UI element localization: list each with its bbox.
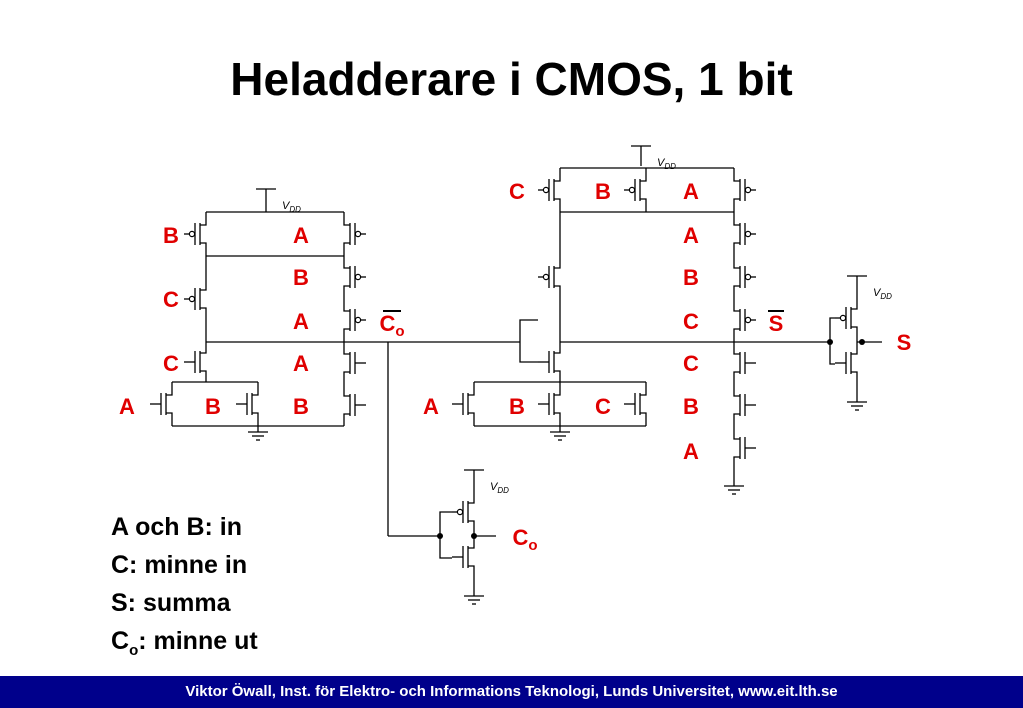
label-b: B — [293, 394, 309, 419]
label-sbar: S — [769, 311, 784, 336]
legend-line-carry-out: Co: minne ut — [111, 627, 258, 659]
label-c: C — [595, 394, 611, 419]
legend-line-inputs: A och B: in — [111, 513, 243, 541]
label-a: A — [683, 439, 699, 464]
label-b: B — [205, 394, 221, 419]
wire — [829, 342, 835, 365]
nmos-inv-co — [452, 534, 475, 580]
vdd-label: VDD — [282, 200, 301, 214]
wire — [829, 317, 835, 342]
pmos-a-mid2 — [733, 212, 756, 256]
wire — [439, 511, 452, 536]
label-b: B — [595, 179, 611, 204]
transistors — [150, 168, 858, 580]
label-b: B — [683, 265, 699, 290]
nmos-a-parallel — [150, 382, 173, 426]
label-a: A — [293, 223, 309, 248]
label-c: C — [509, 179, 525, 204]
label-a: A — [423, 394, 439, 419]
pmos-b-mid2 — [733, 256, 756, 298]
nmos-inv-s — [835, 340, 858, 386]
pmos-b-right — [343, 256, 366, 298]
label-b: B — [683, 394, 699, 419]
pmos-a-right — [343, 212, 366, 256]
label-cobar: Co — [379, 311, 404, 340]
label-a: A — [683, 223, 699, 248]
nmos-c-left — [184, 342, 207, 382]
junction-dot — [859, 339, 865, 345]
pmos-c-left — [184, 256, 207, 342]
pmos-inv-s — [835, 296, 858, 340]
label-c: C — [163, 351, 179, 376]
pmos-b-mid — [624, 168, 647, 212]
nmos-cobar-mid — [538, 342, 561, 382]
nmos-a-mid — [452, 382, 475, 426]
label-a: A — [293, 309, 309, 334]
label-co: Co — [512, 525, 537, 554]
nmos-b-parallel — [236, 382, 259, 426]
vdd-label: VDD — [657, 157, 676, 171]
label-b: B — [163, 223, 179, 248]
nmos-b-mid — [538, 382, 561, 426]
nmos-c-mid — [624, 382, 647, 426]
nmos-a-mid2 — [733, 426, 756, 470]
nmos-b-mid2 — [733, 384, 756, 426]
pmos-a-mid — [733, 168, 756, 212]
label-s: S — [897, 330, 912, 355]
label-a: A — [119, 394, 135, 419]
vdd-label: VDD — [490, 481, 509, 495]
label-a: A — [293, 351, 309, 376]
pmos-cobar-mid — [538, 212, 561, 342]
nmos-a-right — [343, 342, 366, 384]
wire — [439, 536, 452, 559]
legend: A och B: in C: minne in S: summa Co: min… — [111, 508, 258, 670]
footer: Viktor Öwall, Inst. för Elektro- och Inf… — [0, 676, 1023, 708]
legend-line-sum: S: summa — [111, 589, 231, 617]
label-c: C — [683, 309, 699, 334]
pmos-a-right — [343, 298, 366, 342]
pmos-inv-co — [452, 490, 475, 534]
pmos-b-left — [184, 212, 207, 256]
label-a: A — [683, 179, 699, 204]
vdd-label: VDD — [873, 287, 892, 301]
pmos-c-mid2 — [733, 298, 756, 342]
label-b: B — [293, 265, 309, 290]
junction-dot — [827, 339, 833, 345]
page-title: Heladderare i CMOS, 1 bit — [230, 53, 793, 105]
label-c: C — [683, 351, 699, 376]
label-b: B — [509, 394, 525, 419]
nmos-c-mid2 — [733, 342, 756, 384]
junction-dot — [437, 533, 443, 539]
pmos-c-mid — [538, 168, 561, 212]
wire — [519, 342, 538, 363]
legend-line-carry-in: C: minne in — [111, 551, 248, 579]
nmos-b-right — [343, 384, 366, 426]
wire — [519, 319, 538, 342]
label-c: C — [163, 287, 179, 312]
